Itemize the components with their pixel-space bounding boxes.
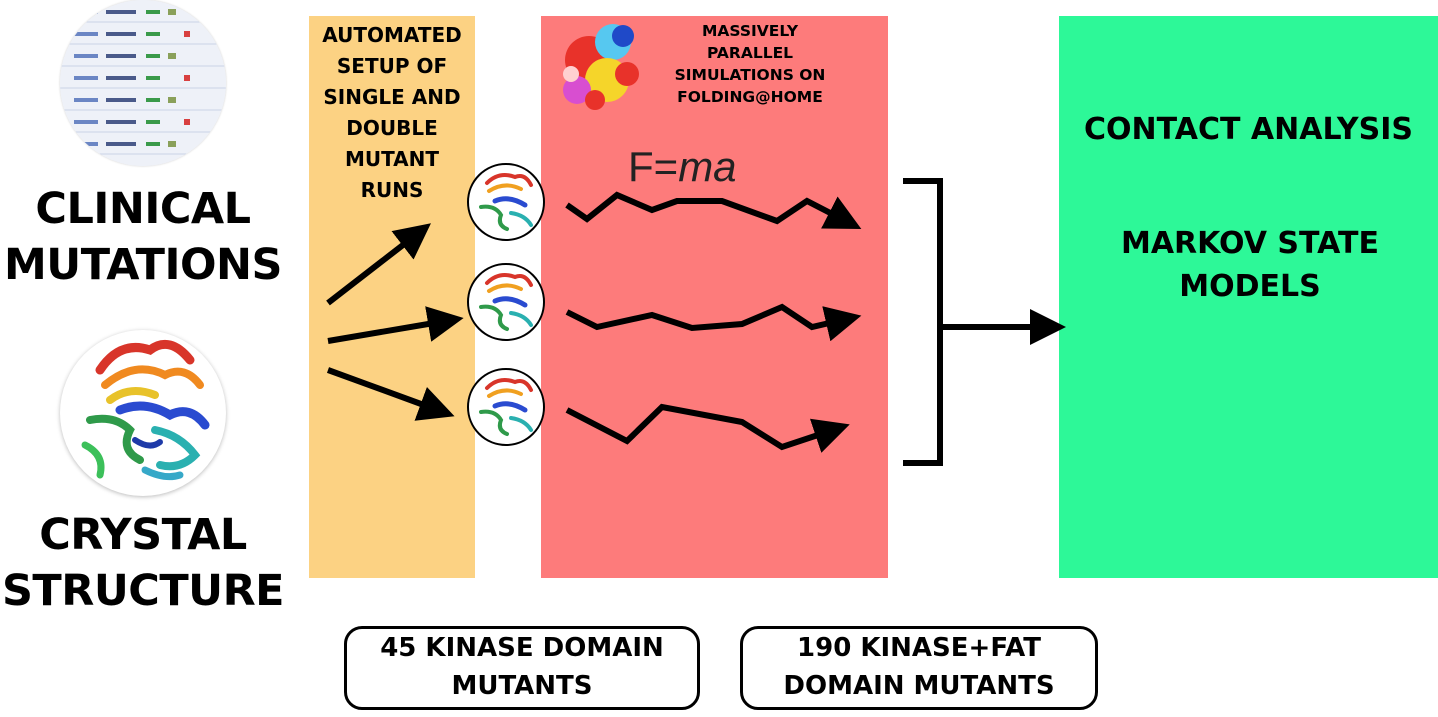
folding-at-home-logo-icon [555, 16, 645, 112]
contact-analysis-label: CONTACT ANALYSIS [1084, 112, 1413, 147]
simulation-panel-title: MASSIVELY PARALLEL SIMULATIONS ON FOLDIN… [674, 22, 826, 106]
simulation-panel [541, 16, 888, 578]
markov-state-models-label: MARKOV STATE MODELS [1120, 226, 1380, 304]
kinase-domain-mutants-box: 45 KINASE DOMAIN MUTANTS [344, 626, 700, 710]
trajectory-arrow-2 [565, 303, 862, 342]
protein-structure-icon [467, 163, 545, 241]
protein-structure-icon [60, 330, 226, 496]
equation-label: F=ma [628, 143, 737, 190]
kinase-fat-domain-mutants-box: 190 KINASE+FAT DOMAIN MUTANTS [740, 626, 1098, 710]
protein-structure-icon [467, 368, 545, 446]
setup-arrow-middle [327, 306, 464, 344]
protein-structure-icon [467, 263, 545, 341]
crystal-structure-label: CRYSTAL STRUCTURE [1, 510, 285, 616]
setup-arrow-down [326, 367, 455, 421]
trajectory-arrow-3 [565, 403, 850, 453]
clinical-mutations-label: CLINICAL MUTATIONS [4, 184, 282, 290]
setup-panel-title: AUTOMATED SETUP OF SINGLE AND DOUBLE MUT… [322, 23, 462, 202]
mutation-table-icon [60, 0, 226, 166]
trajectory-arrow-1 [565, 191, 862, 229]
bracket [903, 178, 943, 466]
analysis-panel [1059, 16, 1438, 578]
setup-arrow-up [326, 223, 431, 306]
